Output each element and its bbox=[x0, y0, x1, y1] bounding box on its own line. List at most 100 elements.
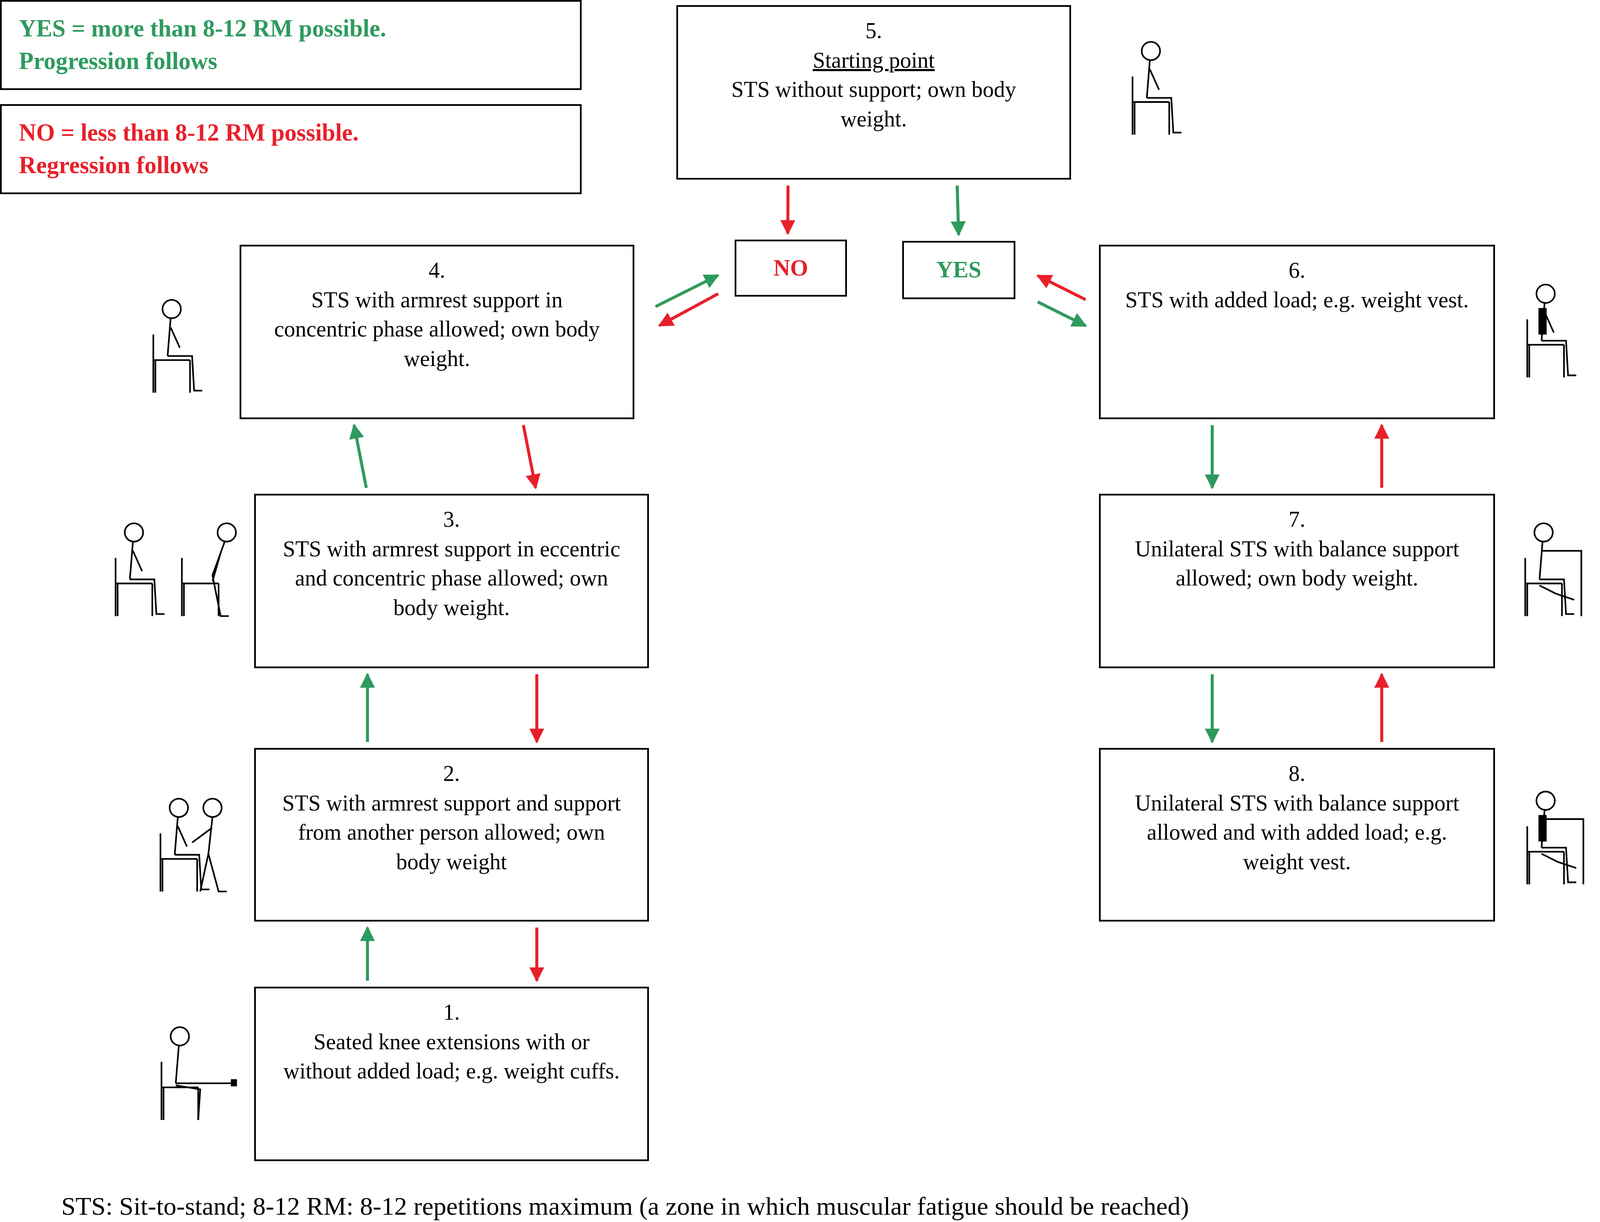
stick-figure bbox=[1525, 523, 1582, 617]
step-number: 2. bbox=[443, 759, 460, 789]
stick-figure bbox=[153, 300, 203, 394]
process-box: 6.STS with added load; e.g. weight vest. bbox=[1098, 244, 1495, 420]
stick-line bbox=[1560, 583, 1563, 616]
stick-line bbox=[170, 327, 180, 349]
stick-figure bbox=[115, 523, 165, 617]
step-number: 6. bbox=[1288, 255, 1306, 286]
stick-line bbox=[200, 853, 209, 892]
figure-head bbox=[203, 798, 222, 817]
stick-line bbox=[1528, 344, 1531, 378]
decision-box: NO bbox=[734, 239, 847, 297]
stick-line bbox=[129, 541, 133, 580]
regression-arrow bbox=[1380, 674, 1384, 742]
progression-arrow bbox=[366, 927, 370, 981]
box-text: Unilateral STS with balance support allo… bbox=[1122, 534, 1472, 594]
step-number: 5. bbox=[865, 16, 883, 46]
process-box: 8.Unilateral STS with balance support al… bbox=[1098, 747, 1495, 922]
process-box: 7.Unilateral STS with balance support al… bbox=[1098, 493, 1495, 669]
stick-line bbox=[1149, 69, 1159, 91]
stick-line bbox=[1541, 853, 1577, 868]
step-number: 3. bbox=[443, 504, 460, 535]
box-text: Unilateral STS with balance support allo… bbox=[1122, 788, 1472, 877]
figure-head bbox=[1141, 42, 1161, 61]
stick-line bbox=[177, 826, 187, 847]
progression-arrow bbox=[1210, 674, 1214, 742]
stick-line bbox=[162, 1087, 165, 1120]
figure-head bbox=[170, 1026, 190, 1046]
stick-line bbox=[1563, 851, 1565, 885]
caption: STS: Sit-to-stand; 8-12 RM: 8-12 repetit… bbox=[61, 1191, 1189, 1222]
stick-line bbox=[1563, 344, 1565, 378]
stick-figure bbox=[1132, 42, 1182, 136]
stick-line bbox=[1133, 102, 1136, 135]
regression-arrow bbox=[523, 425, 536, 489]
stick-line bbox=[175, 1045, 179, 1084]
stick-line bbox=[1528, 851, 1531, 885]
weight-cuff bbox=[231, 1079, 238, 1087]
stick-line bbox=[196, 858, 199, 892]
stick-line bbox=[160, 1061, 163, 1120]
process-box: 5.Starting pointSTS without support; own… bbox=[676, 5, 1072, 180]
stick-figure bbox=[161, 1026, 238, 1120]
box-text: STS without support; own body weight. bbox=[699, 75, 1048, 134]
progression-arrow bbox=[1210, 425, 1214, 488]
stick-line bbox=[1525, 582, 1563, 585]
stick-line bbox=[167, 356, 203, 391]
stick-line bbox=[1526, 826, 1528, 885]
regression-arrow bbox=[659, 293, 718, 326]
stick-line bbox=[1544, 312, 1554, 333]
stick-line bbox=[1526, 583, 1528, 616]
stick-line bbox=[192, 828, 212, 843]
process-box: 2.STS with armrest support and support f… bbox=[254, 747, 649, 922]
process-box: 3.STS with armrest support in eccentric … bbox=[254, 493, 649, 669]
step-number: 8. bbox=[1288, 759, 1306, 789]
stick-line bbox=[1131, 76, 1134, 135]
stick-line bbox=[160, 858, 198, 860]
stick-line bbox=[1146, 97, 1182, 133]
figure-head bbox=[217, 523, 237, 542]
box-text: YES = more than 8-12 RM possible. Progre… bbox=[18, 12, 448, 78]
decision-box: YES bbox=[902, 240, 1016, 300]
stick-line bbox=[212, 541, 229, 617]
stick-line bbox=[212, 552, 221, 582]
stick-line bbox=[1542, 550, 1582, 616]
stick-line bbox=[175, 1082, 233, 1084]
step-number: 4. bbox=[428, 255, 446, 286]
box-text: STS with armrest support and support fro… bbox=[277, 788, 626, 877]
stick-line bbox=[117, 583, 119, 616]
progression-arrow bbox=[354, 425, 367, 489]
progression-arrow bbox=[366, 674, 370, 742]
box-text: YES bbox=[936, 254, 982, 286]
stick-line bbox=[1541, 340, 1577, 376]
stick-line bbox=[1539, 579, 1575, 615]
stick-line bbox=[1527, 850, 1564, 853]
stick-line bbox=[115, 582, 153, 585]
box-text: STS with armrest support in concentric p… bbox=[262, 285, 612, 374]
box-text: Starting point bbox=[812, 45, 935, 76]
stick-line bbox=[175, 1085, 201, 1120]
stick-line bbox=[1526, 319, 1528, 378]
stick-line bbox=[1527, 343, 1564, 346]
stick-line bbox=[1168, 102, 1171, 135]
stick-line bbox=[1539, 541, 1543, 580]
step-number: 1. bbox=[443, 997, 460, 1028]
stick-line bbox=[1541, 847, 1577, 883]
regression-arrow bbox=[535, 674, 539, 742]
stick-line bbox=[1132, 101, 1170, 103]
stick-line bbox=[1544, 819, 1584, 885]
stick-line bbox=[129, 579, 165, 615]
regression-arrow bbox=[535, 927, 539, 981]
box-text: STS with added load; e.g. weight vest. bbox=[1125, 285, 1469, 316]
stick-line bbox=[114, 558, 117, 617]
stick-line bbox=[154, 360, 157, 393]
stick-line bbox=[181, 582, 219, 585]
stick-line bbox=[167, 318, 171, 356]
stick-line bbox=[1146, 60, 1150, 98]
figure-head bbox=[169, 798, 189, 817]
stick-line bbox=[161, 858, 164, 892]
stick-line bbox=[159, 833, 162, 892]
stick-figure bbox=[1527, 284, 1576, 378]
regression-arrow bbox=[1380, 425, 1384, 488]
figure-head bbox=[124, 523, 144, 542]
figure-head bbox=[1536, 284, 1555, 304]
